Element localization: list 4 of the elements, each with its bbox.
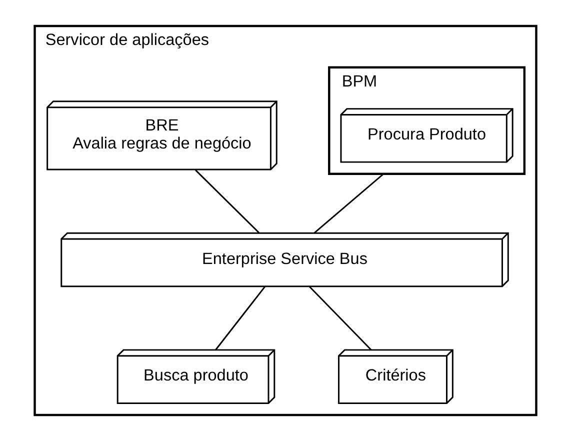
connector [308,286,372,350]
connector [214,286,266,350]
connector [313,173,384,234]
connector [194,170,260,234]
